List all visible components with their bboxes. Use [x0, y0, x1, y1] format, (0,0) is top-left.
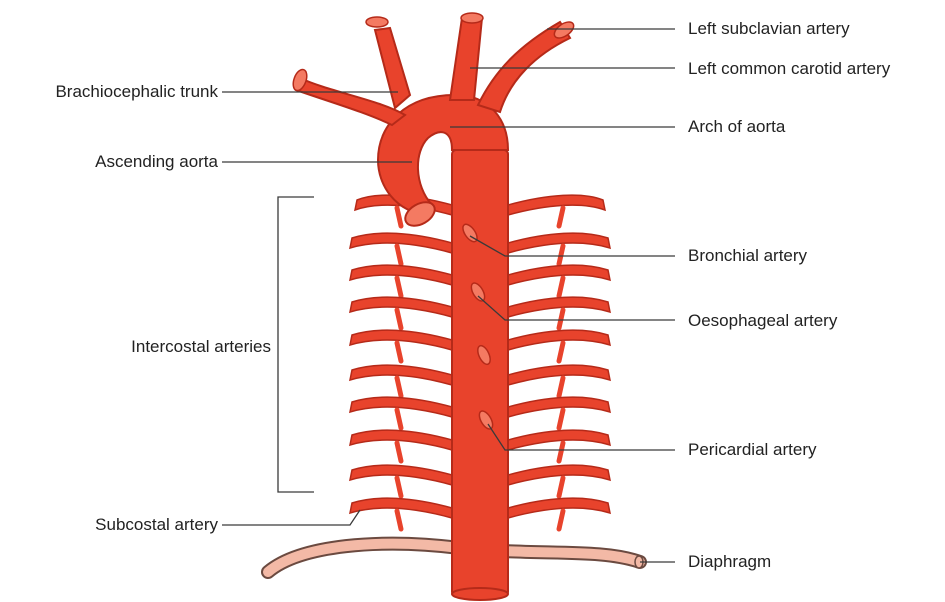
- intercostal-collateral-branch: [559, 410, 563, 428]
- intercostal-collateral-branch: [397, 378, 401, 396]
- intercostal-collateral-branch: [397, 410, 401, 428]
- intercostal-collateral-branch: [397, 278, 401, 296]
- intercostal-collateral-branch: [559, 478, 563, 496]
- leader-subcostal: [222, 510, 360, 525]
- left-intercostal-artery: [350, 430, 452, 450]
- right-intercostal-artery: [508, 498, 610, 518]
- intercostal-collateral-branch: [397, 208, 401, 226]
- intercostal-collateral-branch: [397, 310, 401, 328]
- right-intercostal-artery: [508, 430, 610, 450]
- intercostal-collateral-branch: [397, 443, 401, 461]
- intercostal-collateral-branch: [559, 208, 563, 226]
- intercostal-collateral-branch: [559, 278, 563, 296]
- right-intercostal-artery: [508, 330, 610, 350]
- left-intercostal-artery: [350, 465, 452, 485]
- label-intercostal: Intercostal arteries: [131, 337, 271, 357]
- left-common-carotid: [450, 18, 482, 100]
- left-intercostal-artery: [350, 365, 452, 385]
- vessel-end: [461, 13, 483, 23]
- left-intercostal-artery: [350, 397, 452, 417]
- label-left-subclavian: Left subclavian artery: [688, 19, 850, 39]
- intercostal-collateral-branch: [559, 511, 563, 529]
- descending-aorta-end: [452, 588, 508, 600]
- intercostal-collateral-branch: [397, 478, 401, 496]
- left-intercostal-artery: [350, 233, 452, 253]
- label-subcostal: Subcostal artery: [95, 515, 218, 535]
- intercostal-collateral-branch: [559, 246, 563, 264]
- label-oesophageal: Oesophageal artery: [688, 311, 837, 331]
- descending-aorta: [452, 150, 508, 596]
- left-intercostal-artery: [350, 330, 452, 350]
- intercostal-collateral-branch: [559, 343, 563, 361]
- intercostal-collateral-branch: [397, 246, 401, 264]
- intercostal-collateral-branch: [559, 310, 563, 328]
- label-brachiocephalic: Brachiocephalic trunk: [55, 82, 218, 102]
- right-intercostal-artery: [508, 233, 610, 253]
- brachiocephalic-trunk: [375, 28, 410, 108]
- intercostal-bracket: [278, 197, 314, 492]
- left-intercostal-artery: [350, 297, 452, 317]
- intercostal-collateral-branch: [559, 378, 563, 396]
- right-intercostal-artery: [508, 465, 610, 485]
- left-intercostal-artery: [350, 498, 452, 518]
- label-ascending-aorta: Ascending aorta: [95, 152, 218, 172]
- intercostal-collateral-branch: [397, 343, 401, 361]
- right-intercostal-artery: [508, 297, 610, 317]
- intercostal-collateral-branch: [397, 511, 401, 529]
- right-intercostal-artery: [508, 265, 610, 285]
- left-intercostal-artery: [350, 265, 452, 285]
- vessel-end: [366, 17, 388, 27]
- right-intercostal-artery: [508, 195, 605, 215]
- right-intercostal-artery: [508, 365, 610, 385]
- label-bronchial: Bronchial artery: [688, 246, 807, 266]
- label-arch-of-aorta: Arch of aorta: [688, 117, 785, 137]
- label-pericardial: Pericardial artery: [688, 440, 817, 460]
- label-diaphragm: Diaphragm: [688, 552, 771, 572]
- label-left-common-carotid: Left common carotid artery: [688, 59, 890, 79]
- right-intercostal-artery: [508, 397, 610, 417]
- intercostal-collateral-branch: [559, 443, 563, 461]
